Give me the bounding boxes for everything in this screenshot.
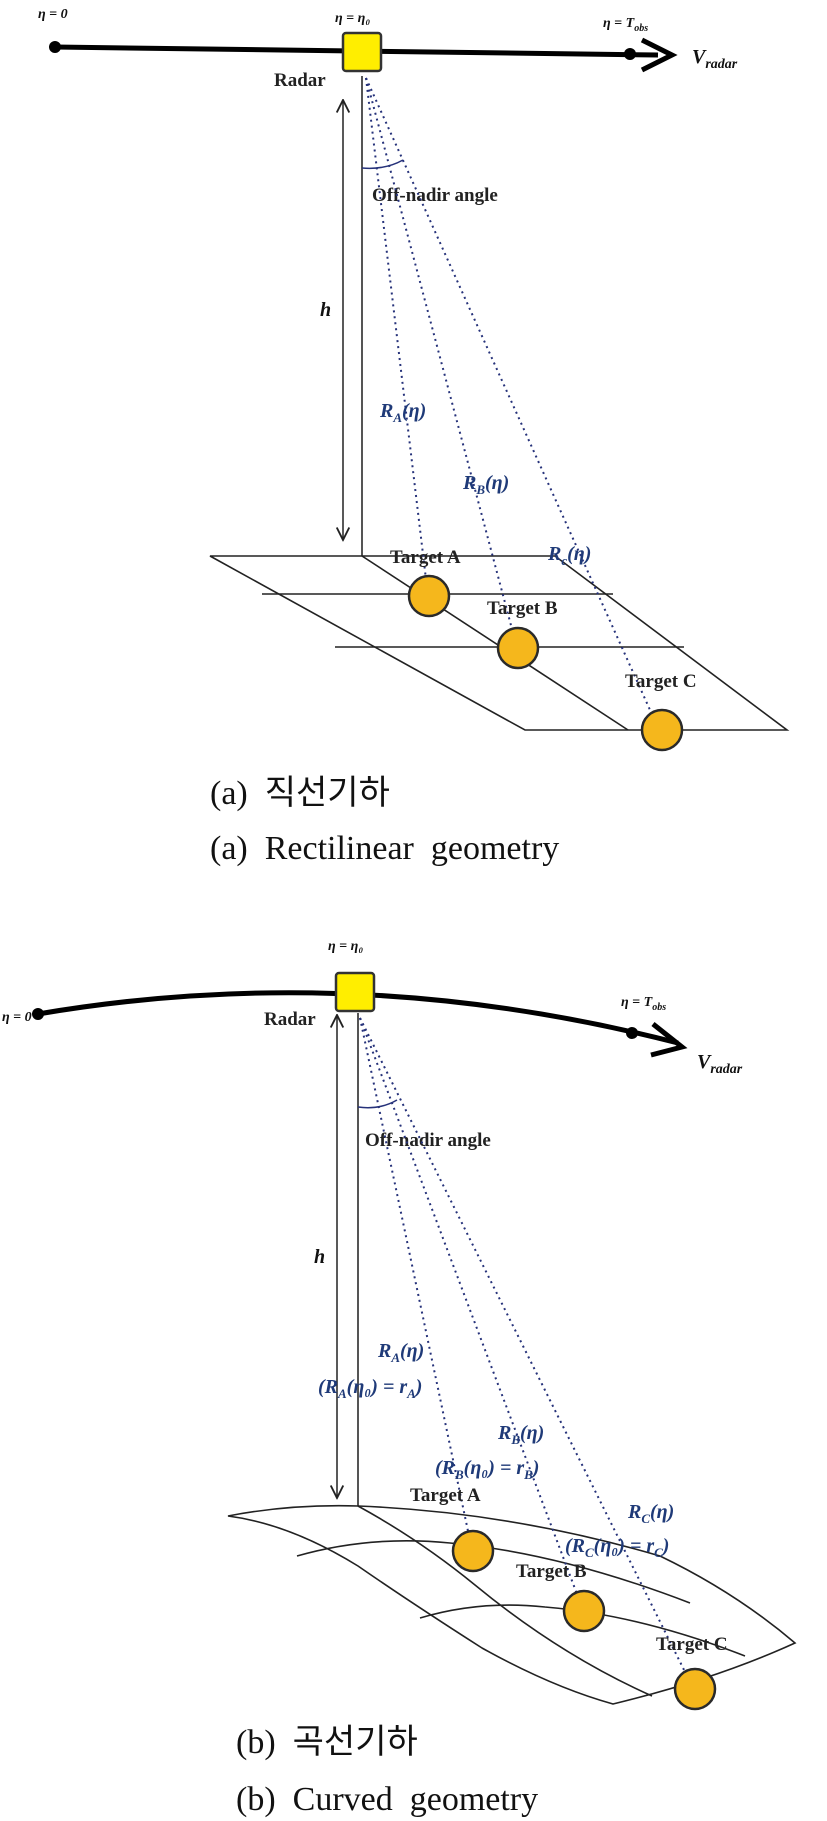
track-start-dot-a (49, 41, 61, 53)
radar-label-a: Radar (274, 70, 326, 91)
track-end-dot-a (624, 48, 636, 60)
flight-arrowhead-a (640, 37, 678, 73)
caption-en-b: (b) Curved geometry (236, 1781, 538, 1818)
off-nadir-arc-a (361, 159, 404, 170)
range-label-b-target-a: RA(η) (377, 1340, 424, 1365)
velocity-label-b: Vradar (697, 1051, 743, 1077)
track-end-dot-b (626, 1027, 638, 1039)
range-ray-a-target-a (365, 77, 429, 597)
target-b-label-a: Target B (487, 598, 558, 619)
target-c-marker-a (640, 708, 684, 752)
panel-a: η = 0 η = η₀ η = Tobs Vradar h Off-nadir… (38, 7, 790, 867)
caption-en-a: (a) Rectilinear geometry (210, 830, 559, 867)
eta-end-label-b: η = Tobs (621, 995, 666, 1013)
range-ray-b-target-a (359, 1017, 473, 1551)
radar-label-b: Radar (264, 1009, 316, 1030)
height-label-a: h (320, 299, 331, 321)
range-eq-b-target-a: (RA(η₀) = rA) (318, 1376, 422, 1401)
target-a-marker-a (407, 574, 451, 618)
range-label-b-target-b: RB(η) (497, 1422, 544, 1447)
target-c-label-a: Target C (625, 671, 697, 692)
caption-ko-b: (b) 곡선기하 (236, 1724, 418, 1761)
velocity-label-a: Vradar (692, 46, 738, 72)
target-b-marker-b (562, 1589, 606, 1633)
radar-icon-a (341, 31, 383, 73)
grid-line-b3 (357, 1505, 653, 1697)
eta-end-label-a: η = Tobs (603, 16, 648, 34)
target-a-label-a: Target A (390, 547, 461, 568)
target-b-marker-a (496, 626, 540, 670)
grid-line-b2 (419, 1604, 746, 1657)
panel-b: η = 0 η = η₀ η = Tobs Vradar h Off-nadir… (2, 939, 797, 1818)
range-label-a-target-c: Rc(η) (547, 543, 591, 568)
radar-icon-b (334, 971, 376, 1013)
caption-ko-a: (a) 직선기하 (210, 775, 390, 812)
target-a-marker-b (451, 1529, 495, 1573)
eta-center-label-b: η = η₀ (328, 939, 363, 954)
eta-start-label-b: η = 0 (2, 1010, 32, 1025)
eta-center-label-a: η = η₀ (335, 11, 370, 26)
range-label-a-target-a: RA(η) (379, 400, 426, 425)
range-label-b-target-c: RC(η) (627, 1501, 674, 1526)
target-b-label-b: Target B (516, 1561, 587, 1582)
flight-arrowhead-b (650, 1022, 688, 1058)
target-a-label-b: Target A (410, 1485, 481, 1506)
target-c-label-b: Target C (656, 1634, 728, 1655)
range-ray-a-target-b (365, 77, 518, 649)
range-eq-b-target-c: (RC(η₀) = rC) (565, 1535, 669, 1560)
grid-line-a3 (361, 555, 629, 731)
off-nadir-label-a: Off-nadir angle (372, 185, 498, 206)
range-ray-a-target-c (365, 77, 660, 731)
height-label-b: h (314, 1246, 325, 1268)
range-label-a-target-b: RB(η) (462, 472, 509, 497)
track-start-dot-b (32, 1008, 44, 1020)
range-eq-b-target-b: (RB(η₀) = rB) (435, 1457, 539, 1482)
target-c-marker-b (673, 1667, 717, 1711)
eta-start-label-a: η = 0 (38, 7, 68, 22)
off-nadir-label-b: Off-nadir angle (365, 1130, 491, 1151)
